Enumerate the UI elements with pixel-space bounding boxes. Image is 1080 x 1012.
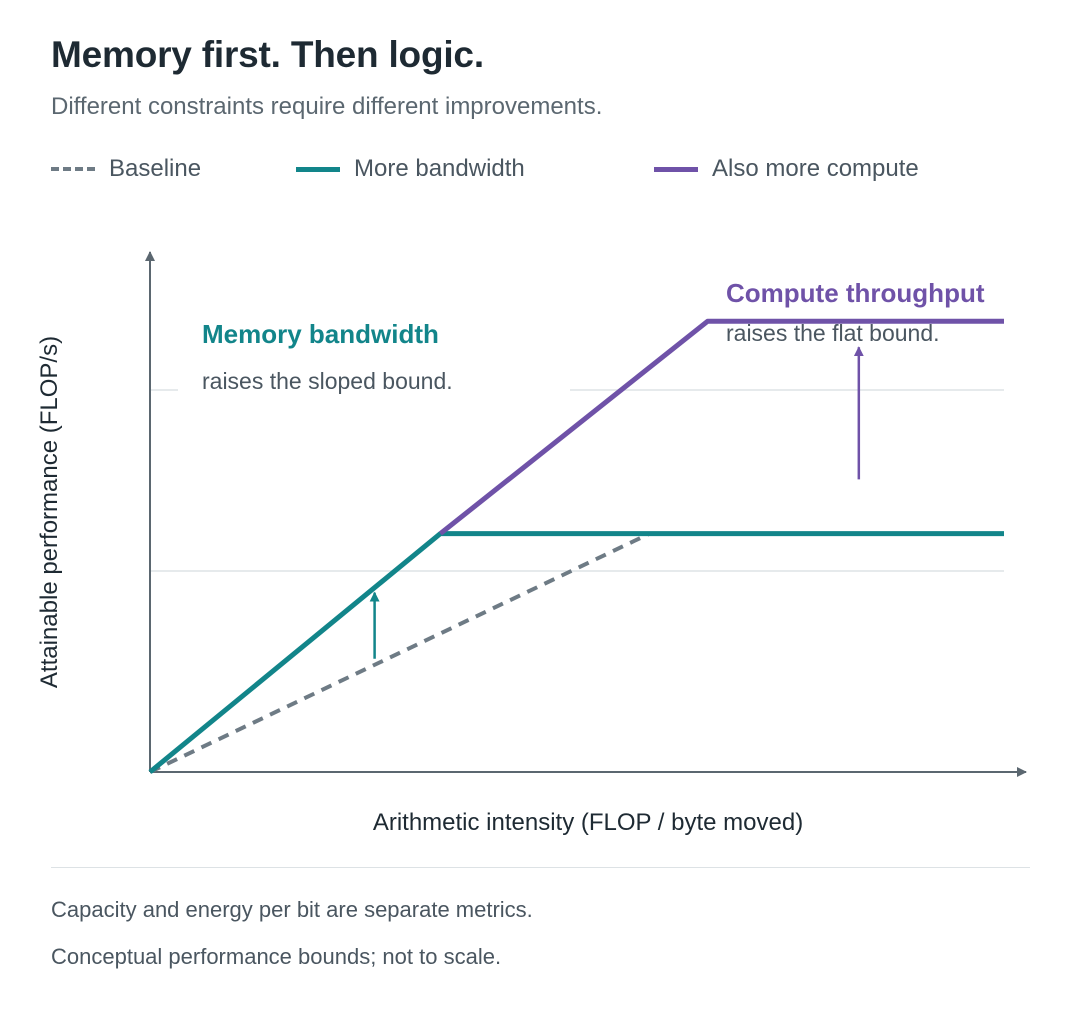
footnote-capacity: Capacity and energy per bit are separate… <box>51 897 533 922</box>
series-line-more-bandwidth <box>148 531 1004 774</box>
y-axis-label: Attainable performance (FLOP/s) <box>36 336 63 688</box>
legend-item-more-compute: Also more compute <box>654 152 919 186</box>
legend-swatch-more-compute <box>654 166 698 172</box>
footnote-scale: Conceptual performance bounds; not to sc… <box>51 944 502 969</box>
chart-title: Memory first. Then logic. <box>51 34 484 75</box>
legend-swatch-more-bandwidth <box>296 166 340 172</box>
footer-divider <box>51 867 1030 868</box>
memory-annotation-text: raises the sloped bound. <box>202 368 453 394</box>
series-line-baseline <box>149 531 1004 774</box>
roofline-chart: Memory bandwidth raises the sloped bound… <box>36 251 1027 836</box>
chart-subtitle: Different constraints require different … <box>51 93 603 120</box>
legend-item-baseline: Baseline <box>51 152 201 186</box>
series-line-more-compute <box>438 318 1004 536</box>
compute-annotation-title: Compute throughput <box>726 278 985 308</box>
legend-swatch-baseline <box>51 167 95 171</box>
legend-label-more-compute: Also more compute <box>712 155 919 182</box>
memory-annotation-title: Memory bandwidth <box>202 319 439 349</box>
x-axis-label: Arithmetic intensity (FLOP / byte moved) <box>373 809 803 836</box>
legend-label-more-bandwidth: More bandwidth <box>354 155 525 182</box>
memory-annotation-backdrop <box>178 308 570 408</box>
legend-label-baseline: Baseline <box>109 155 202 182</box>
compute-annotation-text: raises the flat bound. <box>726 320 940 346</box>
legend-item-more-bandwidth: More bandwidth <box>296 152 525 186</box>
legend: Baseline More bandwidth Also more comput… <box>51 152 1051 186</box>
